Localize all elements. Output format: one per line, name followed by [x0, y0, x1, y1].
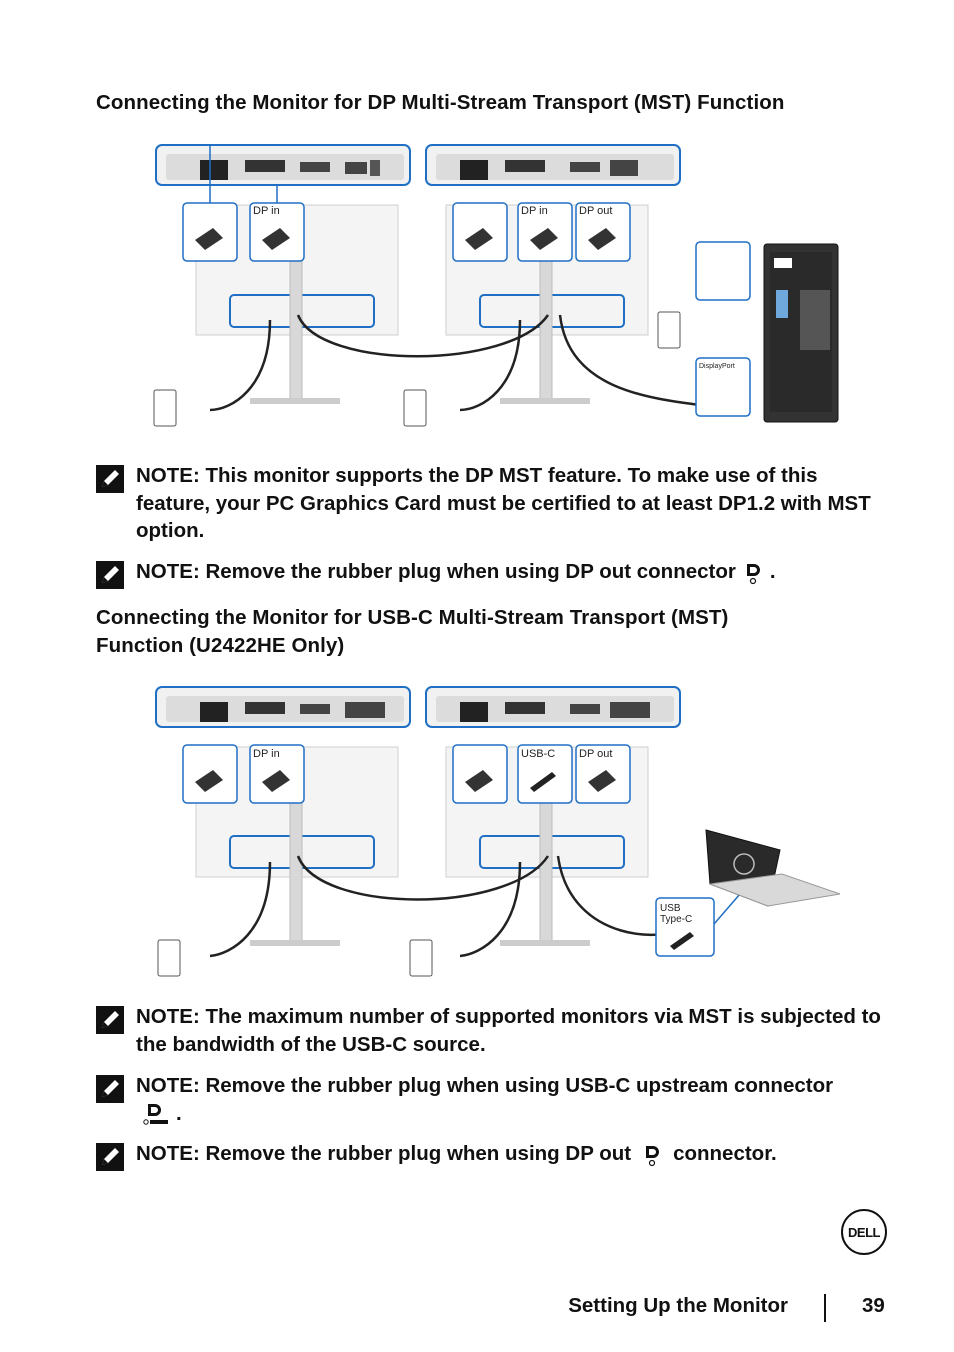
note-dp-mst-support: NOTE: This monitor supports the DP MST f…	[96, 462, 896, 546]
label-laptop-typec: Type-C	[660, 914, 692, 925]
page-number: 39	[862, 1294, 885, 1317]
note-text: NOTE: The maximum number of supported mo…	[136, 1005, 881, 1056]
label-right-dp-in: DP in	[521, 205, 548, 217]
note-dp-out-rubber-plug-2: NOTE: Remove the rubber plug when using …	[96, 1140, 896, 1171]
section-heading-line1: Connecting the Monitor for USB-C Multi-S…	[96, 606, 729, 629]
note-text: NOTE: Remove the rubber plug when using …	[136, 1074, 834, 1097]
dell-logo: DELL	[841, 1209, 887, 1255]
label-right-dp-out: DP out	[579, 205, 612, 217]
pencil-note-icon	[96, 465, 124, 493]
footer-divider	[824, 1294, 826, 1322]
label-left-dp-in: DP in	[253, 748, 280, 760]
note-text: NOTE: Remove the rubber plug when using …	[136, 1142, 632, 1165]
label-pc-displayport: DisplayPort	[699, 363, 735, 370]
label-right-dp-out: DP out	[579, 748, 612, 760]
note-text-end: connector.	[673, 1142, 777, 1165]
dp-mst-connection-diagram: DP in DP in DP out DisplayPort	[153, 144, 839, 427]
label-laptop-usb: USB	[660, 903, 681, 914]
pencil-note-icon	[96, 1006, 124, 1034]
footer-section-title: Setting Up the Monitor	[568, 1294, 788, 1317]
note-text: NOTE: This monitor supports the DP MST f…	[136, 464, 871, 542]
section-heading-usbc-mst: Connecting the Monitor for USB-C Multi-S…	[96, 604, 728, 660]
section-heading-dp-mst: Connecting the Monitor for DP Multi-Stre…	[96, 91, 785, 114]
note-text-end: .	[176, 1101, 182, 1125]
dell-logo-text: DELL	[848, 1225, 881, 1240]
displayport-icon	[746, 563, 760, 584]
label-right-usbc: USB-C	[521, 748, 555, 760]
note-usbc-rubber-plug: NOTE: Remove the rubber plug when using …	[96, 1072, 896, 1128]
pencil-note-icon	[96, 1075, 124, 1103]
pencil-note-icon	[96, 561, 124, 589]
usbc-90w-icon	[143, 1104, 168, 1125]
note-dp-out-rubber-plug: NOTE: Remove the rubber plug when using …	[96, 558, 896, 589]
section-heading-line2: Function (U2422HE Only)	[96, 634, 345, 657]
note-mst-bandwidth: NOTE: The maximum number of supported mo…	[96, 1003, 896, 1059]
usbc-mst-connection-diagram: DP in USB-C DP out USB Type-C	[155, 686, 841, 977]
displayport-icon	[646, 1145, 660, 1166]
note-text-end: .	[769, 560, 776, 583]
note-text: NOTE: Remove the rubber plug when using …	[136, 560, 736, 583]
pencil-note-icon	[96, 1143, 124, 1171]
label-left-dp-in: DP in	[253, 205, 280, 217]
